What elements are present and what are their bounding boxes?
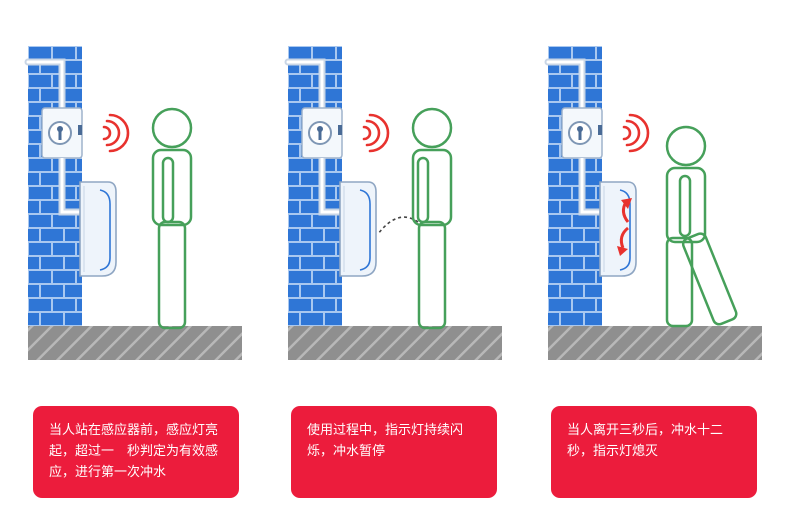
- sensor-unit: [544, 58, 603, 216]
- urine-stream: [377, 216, 419, 235]
- ground: [288, 326, 502, 360]
- brick-wall: [548, 46, 602, 339]
- signal-waves-icon: [362, 113, 390, 153]
- panel-1-scene: [24, 46, 242, 360]
- brick-wall: [28, 46, 82, 339]
- urinal: [339, 181, 377, 277]
- ground: [548, 326, 762, 360]
- caption-step-2: 使用过程中，指示灯持续闪烁，冲水暂停: [291, 406, 497, 498]
- panel-2-scene: [284, 46, 502, 360]
- person-standing: [151, 107, 193, 330]
- urinal: [79, 181, 117, 277]
- sensor-unit: [284, 58, 343, 216]
- caption-step-1: 当人站在感应器前，感应灯亮起，超过一 秒判定为有效感应，进行第一次冲水: [33, 406, 239, 498]
- flush-arrows-icon: [617, 198, 632, 256]
- caption-step-3: 当人离开三秒后，冲水十二秒，指示灯熄灭: [551, 406, 757, 498]
- signal-waves-icon: [102, 113, 130, 153]
- panel-3-scene: [544, 46, 762, 360]
- signal-waves-icon: [622, 113, 650, 153]
- sensor-unit: [24, 58, 83, 216]
- ground: [28, 326, 242, 360]
- person-walking-away: [665, 125, 738, 328]
- brick-wall: [288, 46, 342, 339]
- urinal: [599, 181, 637, 277]
- person-using: [411, 107, 453, 330]
